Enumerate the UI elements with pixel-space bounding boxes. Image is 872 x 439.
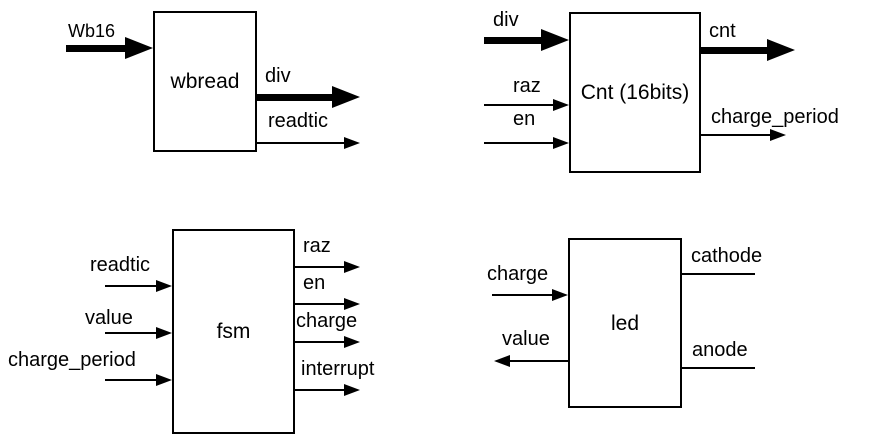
signal-label-led-value: value (502, 328, 550, 350)
wire-fsm-value (105, 332, 158, 334)
arrowhead-fsm-readtic (156, 280, 172, 292)
arrowhead-wbread-div (332, 86, 360, 108)
arrowhead-fsm-charge (344, 336, 360, 348)
signal-label-wbread-div: div (265, 65, 291, 87)
block-fsm: fsm (172, 229, 295, 434)
block-wbread: wbread (153, 11, 257, 152)
arrowhead-wb16 (125, 37, 153, 59)
arrowhead-cnt-en (553, 137, 569, 149)
arrowhead-fsm-raz (344, 261, 360, 273)
arrowhead-cnt-charge-period (770, 129, 786, 141)
signal-label-fsm-interrupt: interrupt (301, 358, 375, 380)
wire-cnt-en (484, 142, 555, 144)
signal-label-cnt-charge-period: charge_period (711, 106, 839, 128)
block-cnt: Cnt (16bits) (569, 12, 701, 173)
wire-cnt-div (484, 37, 543, 44)
arrowhead-cnt-div (541, 29, 569, 51)
signal-label-wb16: Wb16 (68, 21, 116, 41)
signal-label-cnt-en: en (513, 108, 536, 130)
signal-label-wbread-readtic: readtic (268, 110, 329, 132)
arrowhead-fsm-interrupt (344, 384, 360, 396)
signal-label-led-cathode: cathode (691, 245, 763, 267)
wire-cnt-charge-period (701, 134, 772, 136)
wire-cnt-cnt (701, 47, 769, 54)
arrowhead-cnt-raz (553, 99, 569, 111)
block-led-title: led (610, 311, 640, 335)
wire-fsm-raz (295, 266, 346, 268)
block-led: led (568, 238, 682, 408)
wire-led-cathode (682, 273, 755, 275)
arrowhead-led-value (494, 355, 510, 367)
wire-led-value (508, 360, 568, 362)
wire-led-anode (682, 367, 755, 369)
wire-wbread-div (257, 94, 333, 101)
signal-label-fsm-value: value (85, 307, 133, 329)
arrowhead-fsm-en (344, 298, 360, 310)
block-wbread-title: wbread (170, 70, 240, 93)
signal-label-cnt-div: div (493, 9, 519, 31)
signal-label-fsm-charge-period: charge_period (8, 349, 136, 371)
wire-fsm-readtic (105, 285, 158, 287)
block-fsm-title: fsm (216, 320, 251, 343)
signal-label-fsm-readtic: readtic (90, 254, 151, 276)
wire-fsm-charge-period (105, 379, 158, 381)
wire-led-charge (492, 294, 554, 296)
signal-label-led-charge: charge (487, 263, 549, 285)
signal-label-cnt-raz: raz (513, 75, 541, 97)
arrowhead-led-charge (552, 289, 568, 301)
signal-label-cnt-cnt: cnt (709, 20, 736, 42)
wire-wbread-readtic (257, 142, 346, 144)
wire-fsm-interrupt (295, 389, 346, 391)
wire-fsm-charge (295, 341, 346, 343)
arrowhead-fsm-charge-period (156, 374, 172, 386)
arrowhead-cnt-cnt (767, 39, 795, 61)
arrowhead-fsm-value (156, 327, 172, 339)
wire-wb16 (66, 45, 127, 52)
wire-fsm-en (295, 303, 346, 305)
wire-cnt-raz (484, 104, 555, 106)
block-cnt-title: Cnt (16bits) (580, 81, 690, 104)
signal-label-fsm-raz: raz (303, 235, 331, 257)
signal-label-fsm-charge: charge (296, 310, 358, 332)
signal-label-fsm-en: en (303, 272, 326, 294)
signal-label-led-anode: anode (692, 339, 748, 361)
arrowhead-wbread-readtic (344, 137, 360, 149)
